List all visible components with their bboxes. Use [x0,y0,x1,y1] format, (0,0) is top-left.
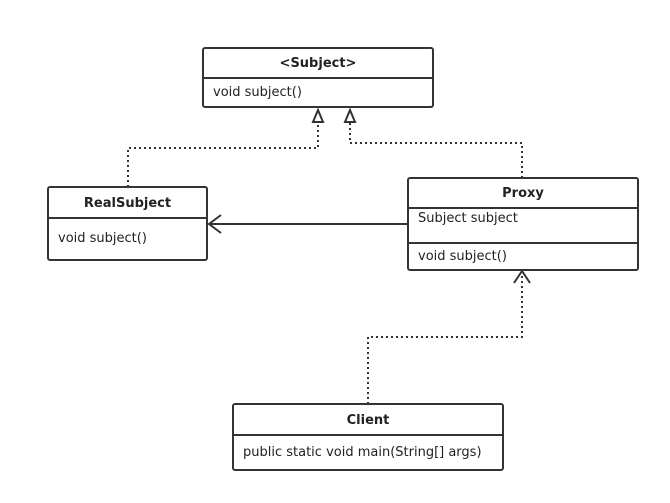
subject-method: void subject() [213,85,302,100]
subject-interface-box[interactable]: <Subject> void subject() [202,47,434,108]
proxy-methods: void subject() [409,244,637,269]
client-methods: public static void main(String[] args) [234,436,502,469]
hollow-triangle-arrowhead-icon [311,107,325,123]
realsubject-method: void subject() [58,231,147,246]
subject-methods: void subject() [204,79,432,106]
open-arrowhead-icon [207,214,222,234]
client-header: Client [234,405,502,436]
dependency-client-to-proxy [367,269,531,404]
realization-line-proxy [349,122,523,178]
realsubject-class-box[interactable]: RealSubject void subject() [47,186,208,261]
proxy-class-name: Proxy [502,186,544,201]
proxy-class-box[interactable]: Proxy Subject subject void subject() [407,177,639,271]
realization-proxy-to-subject [343,107,523,178]
proxy-method: void subject() [418,249,507,264]
realsubject-header: RealSubject [49,188,206,219]
realization-line-realsubject [127,122,319,187]
proxy-header: Proxy [409,179,637,209]
realization-realsubject-to-subject [127,107,325,187]
subject-header: <Subject> [204,49,432,79]
proxy-attribute: Subject subject [418,211,518,226]
client-class-name: Client [346,413,390,428]
hollow-triangle-arrowhead-icon [343,107,357,123]
open-arrowhead-icon [513,269,531,284]
association-proxy-to-realsubject [207,214,408,234]
realsubject-class-name: RealSubject [83,196,172,211]
subject-class-name: <Subject> [279,56,357,71]
client-method: public static void main(String[] args) [243,445,482,460]
client-class-box[interactable]: Client public static void main(String[] … [232,403,504,471]
proxy-attributes: Subject subject [409,209,637,244]
dependency-line [367,273,523,404]
realsubject-methods: void subject() [49,219,206,259]
